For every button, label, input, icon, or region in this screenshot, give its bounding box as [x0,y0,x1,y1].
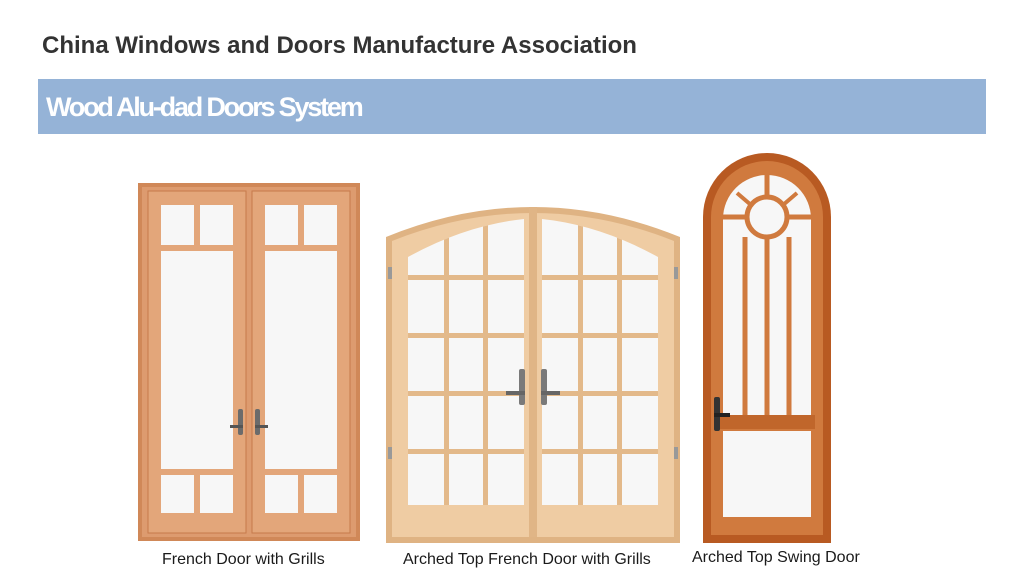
organization-title: China Windows and Doors Manufacture Asso… [42,32,637,59]
caption-arched-french-door: Arched Top French Door with Grills [403,551,651,568]
arched-french-door-image [386,197,680,543]
arched-swing-door-image [703,153,831,543]
caption-arched-swing-door: Arched Top Swing Door [692,549,860,566]
section-banner: Wood Alu-dad Doors System [38,79,986,134]
french-door-image [138,183,360,541]
section-title: Wood Alu-dad Doors System [46,92,364,122]
caption-french-door: French Door with Grills [162,551,325,568]
